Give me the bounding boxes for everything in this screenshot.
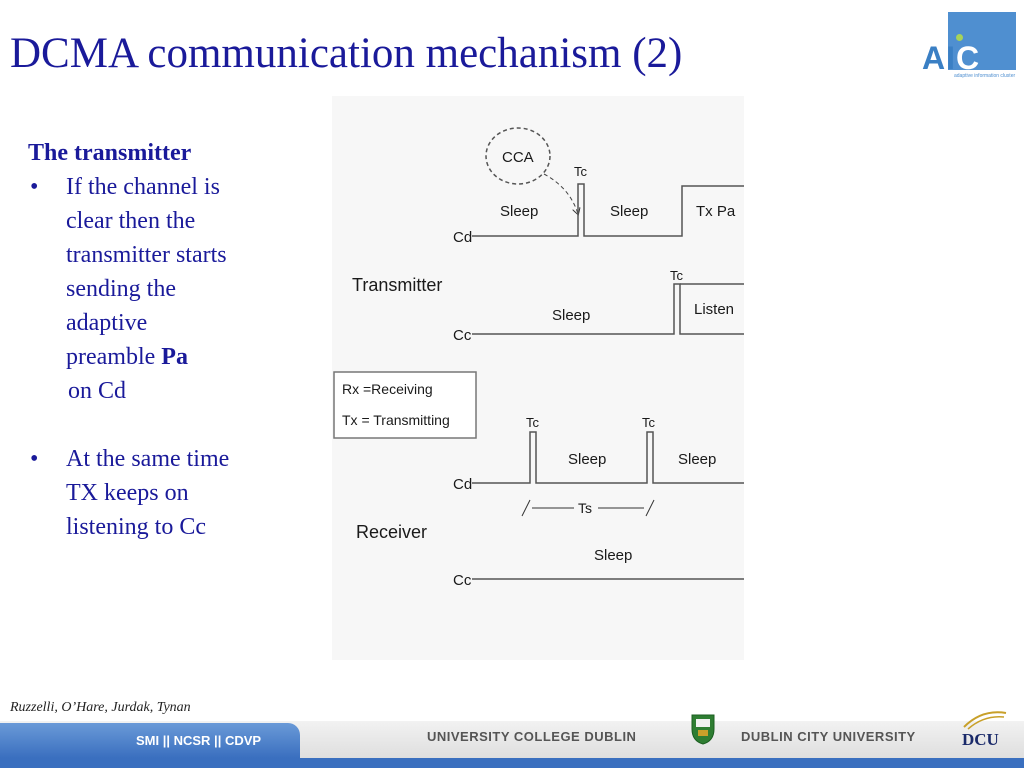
- bullet-1-line: adaptive: [66, 310, 148, 336]
- legend-tx: Tx = Transmitting: [342, 412, 450, 428]
- cca-ellipse: [485, 127, 551, 185]
- legend-box: [333, 371, 477, 439]
- timing-diagram-svg: CCA Tc Sleep Sleep Tx Pa Cd Transmitter …: [333, 127, 744, 589]
- aic-logo: AIC adaptive information cluster: [920, 12, 1016, 82]
- transmitter-label: Transmitter: [352, 275, 442, 295]
- listen-label: Listen: [694, 301, 734, 318]
- bullet-1: • If the channel is clear then the trans…: [28, 170, 298, 374]
- ucd-name: UNIVERSITY COLLEGE DUBLIN: [427, 729, 637, 744]
- aic-logo-c: C: [956, 40, 981, 76]
- author-credit: Ruzzelli, O’Hare, Jurdak, Tynan: [10, 700, 191, 715]
- cca-label: CCA: [502, 149, 534, 166]
- footer-bottom-strip: [0, 758, 1024, 768]
- bullet-1-bold: Pa: [161, 344, 188, 370]
- ts-tick-right: [645, 499, 655, 517]
- tc-label: Tc: [526, 415, 540, 430]
- cd-label: Cd: [453, 229, 472, 246]
- bullet-2-line: listening to Cc: [66, 514, 206, 540]
- sleep-label: Sleep: [552, 307, 590, 324]
- cd-rx-signal: [472, 431, 744, 484]
- bullet-1-continuation: on Cd: [68, 378, 127, 404]
- dcu-name: DUBLIN CITY UNIVERSITY: [741, 729, 916, 744]
- bullet-1-line: If the channel is: [66, 174, 220, 200]
- aic-logo-text: AIC: [922, 40, 980, 77]
- dcu-logo: DCU: [962, 711, 1007, 747]
- tc-label: Tc: [670, 268, 684, 283]
- ts-label: Ts: [578, 500, 592, 516]
- cca-arrow: [543, 173, 578, 214]
- sleep-label: Sleep: [568, 451, 606, 468]
- aic-logo-tagline: adaptive information cluster: [954, 73, 1016, 79]
- bullet-dot: •: [30, 446, 39, 472]
- bullet-1-line-last: preamble Pa: [66, 340, 298, 374]
- cc-tx-signal: [472, 283, 744, 335]
- bullet-2-line: At the same time: [66, 446, 230, 472]
- ucd-crest-icon: [691, 714, 715, 745]
- tc-label: Tc: [574, 164, 588, 179]
- sleep-label: Sleep: [610, 203, 648, 220]
- aic-logo-ai: AI: [922, 40, 956, 76]
- aic-logo-dot: [956, 34, 963, 41]
- bullet-2: • At the same time TX keeps on listening…: [28, 442, 298, 544]
- cc-label: Cc: [453, 572, 472, 589]
- text-column: The transmitter • If the channel is clea…: [28, 136, 298, 544]
- slide-title: DCMA communication mechanism (2): [10, 30, 683, 77]
- tx-pa-label: Tx Pa: [696, 203, 736, 220]
- cc-label: Cc: [453, 327, 472, 344]
- dcu-logo-text: DCU: [962, 730, 999, 747]
- sleep-label: Sleep: [500, 203, 538, 220]
- bullet-1-line: clear then the: [66, 208, 196, 234]
- bullet-2-line: TX keeps on: [66, 480, 189, 506]
- section-heading: The transmitter: [28, 140, 192, 166]
- sleep-label: Sleep: [678, 451, 716, 468]
- cd-label: Cd: [453, 476, 472, 493]
- footer-tab-text: SMI || NCSR || CDVP: [136, 733, 262, 748]
- legend-rx: Rx =Receiving: [342, 381, 433, 397]
- aic-logo-square: [948, 12, 1016, 70]
- tc-label: Tc: [642, 415, 656, 430]
- footer: SMI || NCSR || CDVP UNIVERSITY COLLEGE D…: [0, 711, 1024, 768]
- bullet-1-line: transmitter starts: [66, 242, 227, 268]
- receiver-label: Receiver: [356, 522, 427, 542]
- bullet-dot: •: [30, 174, 39, 200]
- bullet-1-line: sending the: [66, 276, 176, 302]
- bullet-1-prefix: preamble: [66, 344, 162, 370]
- ts-tick-left: [521, 499, 531, 517]
- sleep-label: Sleep: [594, 547, 632, 564]
- footer-tab: SMI || NCSR || CDVP: [0, 723, 300, 758]
- cd-tx-signal: [472, 183, 744, 237]
- timing-diagram: CCA Tc Sleep Sleep Tx Pa Cd Transmitter …: [332, 96, 744, 660]
